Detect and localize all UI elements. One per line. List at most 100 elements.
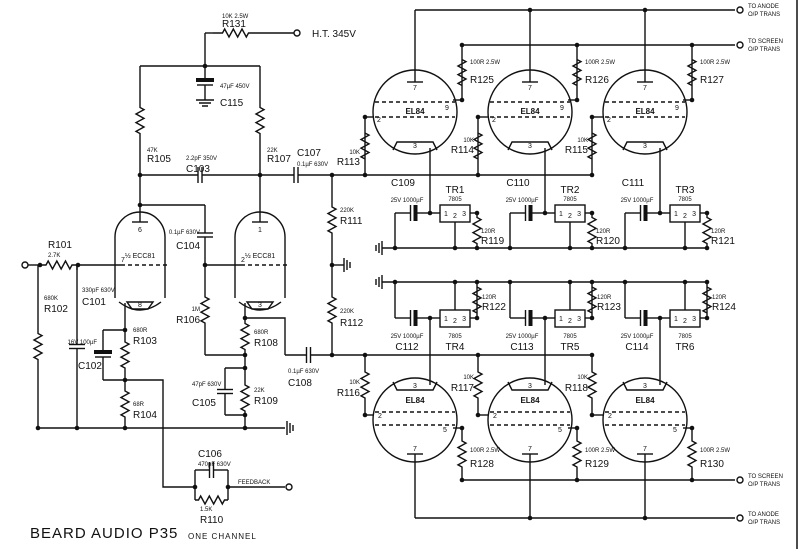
schematic-subtitle: ONE CHANNEL [188, 532, 257, 541]
component-ref-c108: C108 [288, 378, 312, 389]
junction-dot [74, 425, 80, 431]
component-value-c107: 0.1µF 630V [297, 162, 328, 168]
pin-label: 3 [577, 316, 581, 323]
cathode-symbol [392, 381, 438, 391]
ground-icon [375, 275, 383, 289]
component-ref-r131: R131 [222, 19, 246, 30]
regulator-tr5 [554, 309, 586, 328]
component-value-r116: 10K [349, 380, 360, 386]
pin-label: 2 [377, 117, 381, 124]
resistor-r107 [254, 66, 266, 175]
junction-dot [452, 245, 458, 251]
component-ref-r113: R113 [337, 157, 361, 168]
pin-label: 2 [493, 413, 497, 420]
pin-label: 2 [492, 117, 496, 124]
resistor-r106 [199, 265, 211, 355]
tube-el84-1 [372, 69, 458, 155]
component-ref-r121: R121 [711, 236, 735, 247]
component-ref-r111: R111 [340, 216, 363, 227]
pin-label: 1 [444, 316, 448, 323]
output-label-screen-bottom: TO SCREEN [748, 474, 783, 480]
cathode-symbol [622, 381, 668, 391]
junction-dot [507, 245, 513, 251]
component-value-r120: 120R [596, 229, 611, 235]
tube-el84-label: EL84 [405, 396, 425, 405]
tube-el84-label: EL84 [635, 107, 655, 116]
resistor-r108 [239, 318, 251, 355]
capacitor-c109-plate [413, 205, 418, 221]
junction-dot [682, 245, 688, 251]
pin-label: 7 [528, 85, 532, 92]
feedback-label: FEEDBACK [238, 480, 270, 486]
tube-el84-3 [602, 69, 688, 155]
regulator-tr6 [669, 309, 701, 328]
component-value-r104: 68R [133, 402, 145, 408]
component-ref-c113: C113 [510, 342, 534, 353]
component-value-r127: 100R 2.5W [700, 60, 730, 66]
resistor-r110 [195, 494, 228, 506]
component-value-r128: 100R 2.5W [470, 448, 500, 454]
anode-output-terminal-bottom [736, 514, 744, 522]
pin-label: 2 [241, 257, 245, 264]
component-value-r115: 10K [577, 138, 588, 144]
component-value-r108: 680R [254, 330, 269, 336]
component-ref-tr4: TR4 [446, 342, 465, 353]
resistor-r101 [40, 259, 78, 271]
output-label-screen-bottom-line2: O/P TRANS [748, 482, 780, 488]
component-value-tr2: 7805 [563, 197, 577, 203]
component-value-c106: 470pF 630V [198, 462, 231, 468]
pin-label: 2 [568, 213, 572, 220]
resistor-r119 [471, 213, 483, 248]
pin-label: 8 [138, 302, 142, 309]
pin-label: 9 [445, 105, 449, 112]
regulator-tr2 [554, 204, 586, 223]
component-value-r118: 10K [577, 375, 588, 381]
capacitor-c110-plate [528, 205, 533, 221]
component-ref-r104: R104 [133, 410, 157, 421]
junction-dot [622, 279, 628, 285]
resistor-r120 [586, 213, 598, 248]
component-ref-r117: R117 [451, 383, 475, 394]
cathode-symbol [507, 141, 553, 151]
resistor-r122 [471, 282, 483, 318]
component-ref-r130: R130 [700, 459, 724, 470]
tube-el84-4 [372, 377, 458, 463]
component-value-c102: 16V 100µF [68, 340, 98, 346]
pin-label: 3 [577, 211, 581, 218]
resistor-r104 [119, 380, 131, 428]
component-ref-tr6: TR6 [676, 342, 695, 353]
resistor-r105 [134, 66, 146, 175]
resistor-r114 [472, 117, 484, 175]
ground-icon [375, 241, 383, 255]
component-ref-r122: R122 [482, 302, 506, 313]
tube-el84-6 [602, 377, 688, 463]
component-value-r111: 220K [340, 208, 354, 214]
component-value-tr6: 7805 [678, 334, 692, 340]
resistor-r127 [686, 45, 698, 100]
component-ref-r116: R116 [337, 388, 361, 399]
component-value-r113: 10K [349, 150, 360, 156]
resistor-r116 [359, 355, 371, 415]
tube-el84-label: EL84 [405, 107, 425, 116]
output-label-anode-bottom-line2: O/P TRANS [748, 520, 780, 526]
component-value-tr1: 7805 [448, 197, 462, 203]
pin-label: 3 [413, 383, 417, 390]
component-value-r109: 22K [254, 388, 265, 394]
component-value-r125: 100R 2.5W [470, 60, 500, 66]
output-label-anode-bottom: TO ANODE [748, 512, 779, 518]
component-value-c112: 25V 1000µF [391, 334, 424, 340]
resistor-r126 [571, 45, 583, 100]
component-ref-r106: R106 [176, 315, 200, 326]
component-ref-r112: R112 [340, 318, 364, 329]
component-value-c111: 25V 1000µF [621, 198, 654, 204]
anode-output-terminal-top [736, 6, 744, 14]
junction-dot [682, 279, 688, 285]
component-ref-c112: C112 [395, 342, 419, 353]
component-ref-tr2: TR2 [561, 185, 580, 196]
component-ref-r107: R107 [267, 154, 291, 165]
pin-label: 2 [683, 213, 687, 220]
component-value-r129: 100R 2.5W [585, 448, 615, 454]
junction-dot [452, 279, 458, 285]
tube-v1a-base [118, 301, 162, 311]
